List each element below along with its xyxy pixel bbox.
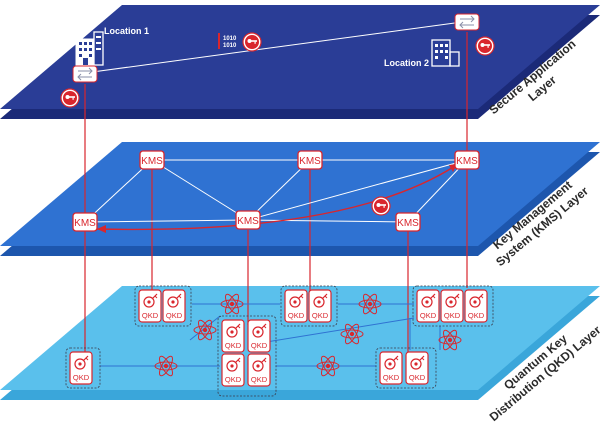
quantum-key-icon bbox=[469, 293, 484, 308]
svg-text:KMS: KMS bbox=[237, 216, 259, 227]
qkd-group-frames bbox=[65, 285, 494, 397]
kms-links bbox=[84, 159, 468, 223]
qkd-device[interactable]: QKD bbox=[162, 289, 186, 323]
router-icon[interactable] bbox=[72, 65, 98, 83]
svg-text:1010: 1010 bbox=[223, 43, 237, 49]
qkd-label: QKD bbox=[288, 311, 305, 320]
data-key-badge-icon bbox=[242, 32, 262, 52]
kms-node[interactable]: KMS bbox=[395, 212, 421, 232]
vertical-links bbox=[84, 32, 468, 358]
qkd-label: QKD bbox=[142, 311, 159, 320]
location2-label: Location 2 bbox=[384, 58, 429, 68]
qkd-devices: QKD QKD QKD QKD QKD QKD QKD QKD QKD QKD QKD QKD QKD Q… bbox=[69, 289, 488, 387]
qkd-label: QKD bbox=[73, 373, 90, 382]
quantum-key-icon bbox=[74, 355, 89, 370]
svg-text:KMS: KMS bbox=[141, 156, 163, 167]
quantum-key-icon bbox=[445, 293, 460, 308]
kms-node[interactable]: KMS bbox=[235, 210, 261, 230]
quantum-key-icon bbox=[313, 293, 328, 308]
quantum-key-icon bbox=[143, 293, 158, 308]
quantum-key-icon bbox=[167, 293, 182, 308]
router-icon[interactable] bbox=[454, 13, 480, 31]
kms-node[interactable]: KMS bbox=[454, 150, 480, 170]
kms-node[interactable]: KMS bbox=[72, 212, 98, 232]
qkd-links bbox=[100, 303, 441, 367]
data-bits-icon: 1010 1010 bbox=[218, 33, 237, 49]
quantum-key-icon bbox=[421, 293, 436, 308]
quantum-key-icon bbox=[289, 293, 304, 308]
qkd-label: QKD bbox=[166, 311, 183, 320]
quantum-key-icon bbox=[384, 355, 399, 370]
qkd-label: QKD bbox=[444, 311, 461, 320]
qkd-label: QKD bbox=[225, 341, 242, 350]
svg-text:KMS: KMS bbox=[299, 156, 321, 167]
qkd-device[interactable]: QKD bbox=[464, 289, 488, 323]
qkd-label: QKD bbox=[420, 311, 437, 320]
secure-link-line bbox=[84, 21, 463, 74]
kms-node[interactable]: KMS bbox=[139, 150, 165, 170]
svg-text:KMS: KMS bbox=[74, 218, 96, 229]
qkd-device[interactable]: QKD bbox=[308, 289, 332, 323]
svg-text:1010: 1010 bbox=[223, 36, 237, 42]
application-key-badge-icon bbox=[60, 88, 80, 108]
qkd-device[interactable]: QKD bbox=[379, 351, 403, 385]
qkd-device[interactable]: QKD bbox=[221, 319, 245, 353]
svg-text:KMS: KMS bbox=[397, 218, 419, 229]
qkd-label: QKD bbox=[409, 373, 426, 382]
qkd-label: QKD bbox=[312, 311, 329, 320]
qkd-label: QKD bbox=[251, 375, 268, 384]
quantum-key-icon bbox=[226, 357, 241, 372]
qkd-device[interactable]: QKD bbox=[69, 351, 93, 385]
kms-node[interactable]: KMS bbox=[297, 150, 323, 170]
location2-building-icon bbox=[431, 39, 460, 67]
qkd-label: QKD bbox=[225, 375, 242, 384]
quantum-key-icon bbox=[410, 355, 425, 370]
application-layer bbox=[0, 5, 600, 119]
quantum-key-icon bbox=[226, 323, 241, 338]
location1-building-icon bbox=[75, 31, 104, 66]
qkd-device[interactable]: QKD bbox=[247, 319, 271, 353]
qkd-device[interactable]: QKD bbox=[440, 289, 464, 323]
qkd-device[interactable]: QKD bbox=[416, 289, 440, 323]
qkd-device[interactable]: QKD bbox=[138, 289, 162, 323]
kms-key-badge-icon bbox=[371, 196, 391, 216]
qkd-device[interactable]: QKD bbox=[284, 289, 308, 323]
svg-text:KMS: KMS bbox=[456, 156, 478, 167]
application-key-badge-icon bbox=[475, 36, 495, 56]
kms-nodes: KMS KMS KMS KMS KMS KMS bbox=[72, 150, 480, 232]
qkd-device[interactable]: QKD bbox=[221, 353, 245, 387]
qkd-label: QKD bbox=[251, 341, 268, 350]
location1-label: Location 1 bbox=[104, 26, 149, 36]
qkd-device[interactable]: QKD bbox=[247, 353, 271, 387]
quantum-key-icon bbox=[252, 323, 267, 338]
qkd-label: QKD bbox=[468, 311, 485, 320]
quantum-key-icon bbox=[252, 357, 267, 372]
qkd-device[interactable]: QKD bbox=[405, 351, 429, 385]
qkd-label: QKD bbox=[383, 373, 400, 382]
